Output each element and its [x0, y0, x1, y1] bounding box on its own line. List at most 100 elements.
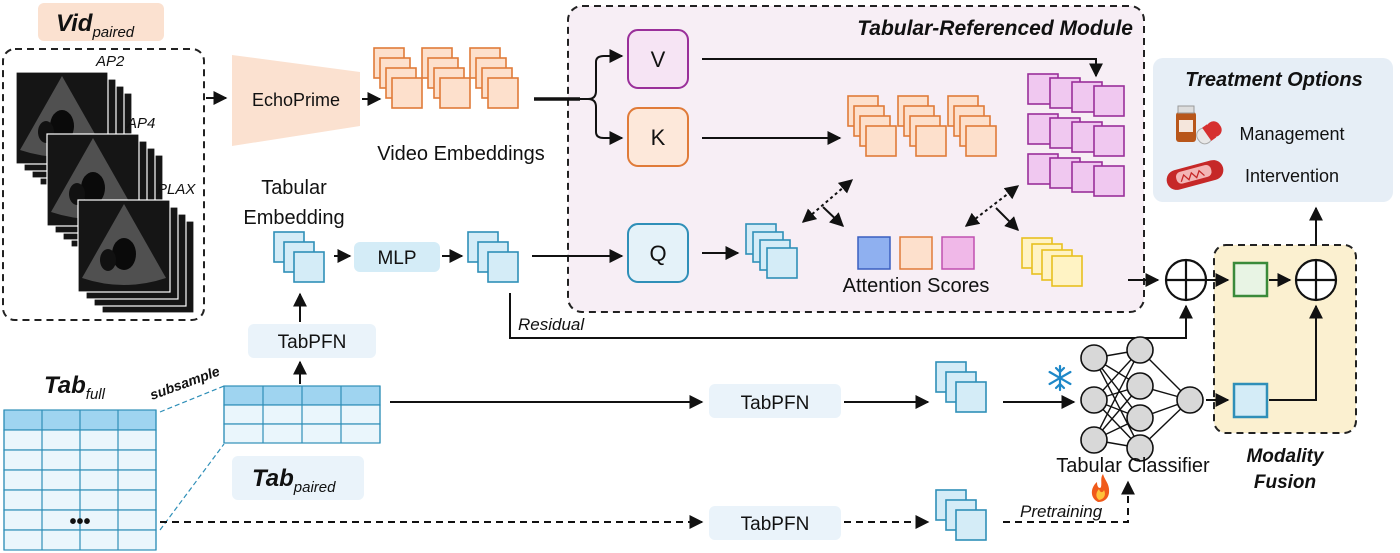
tabpfn-box-embedding — [248, 324, 376, 358]
nn-edge — [1093, 357, 1141, 449]
medicine-vial-icon — [1176, 105, 1222, 145]
tabpfn-embedding-stack-low — [935, 489, 987, 541]
nn-node — [1080, 426, 1108, 454]
echoprime-label: EchoPrime — [252, 90, 340, 110]
tabpfn-embedding-mid-square — [955, 381, 987, 413]
nn-node — [1126, 404, 1154, 432]
q-projection-box — [627, 223, 689, 283]
video-embedding-square — [439, 77, 471, 109]
k-label: K — [651, 125, 666, 150]
blood-vessel-icon — [1166, 160, 1224, 190]
tab-full-label: Tabfull — [44, 372, 106, 403]
attention-scores-label: Attention Scores — [843, 275, 990, 297]
tabular-embedding-label-1: Tabular — [261, 177, 327, 199]
tab-paired-table — [223, 385, 381, 444]
fused-video-feature — [1232, 261, 1269, 298]
residual-label: Residual — [518, 315, 585, 334]
final-fusion-sum-op — [1294, 258, 1338, 302]
key-embedding-square — [965, 125, 997, 157]
echo-chamber — [112, 238, 136, 270]
vid-paired-label: Vidpaired — [56, 10, 135, 41]
modality-fusion-label-1: Modality — [1246, 446, 1324, 467]
attention-score-pink — [941, 236, 975, 270]
tabpfn-label-classifier: TabPFN — [741, 393, 810, 414]
subsample-label: subsample — [148, 363, 222, 403]
treatment-option-intervention: Intervention — [1245, 166, 1339, 186]
video-embedding-square — [391, 77, 423, 109]
attended-output-stack — [1021, 237, 1083, 287]
video-embedding-square — [487, 77, 519, 109]
tabular-classifier-network — [1080, 336, 1204, 462]
echo-chamber — [81, 172, 105, 204]
k-projection-box — [627, 107, 689, 167]
echo-chamber — [100, 249, 116, 271]
nn-node — [1080, 386, 1108, 414]
view-label-ap4: AP4 — [126, 115, 155, 132]
v-label: V — [651, 47, 666, 72]
v-projection-box — [627, 29, 689, 89]
video-embedding-stacks — [373, 47, 519, 109]
value-embedding-square — [1093, 165, 1125, 197]
tabpfn-label-embedding: TabPFN — [278, 332, 347, 353]
treatment-options-title: Treatment Options — [1185, 69, 1362, 91]
tab-full-table — [3, 409, 157, 551]
nn-node — [1126, 434, 1154, 462]
echo-video-stacks — [15, 71, 195, 314]
tabular-referenced-module-box — [567, 5, 1145, 313]
tabular-classifier-label: Tabular Classifier — [1056, 455, 1210, 477]
dotted-score-value-interaction — [964, 185, 1020, 227]
dotted-query-key-interaction — [801, 179, 854, 223]
mlp-output-square — [487, 251, 519, 283]
tabular-classifier-feature — [1232, 382, 1269, 419]
arrow-to-attention-scores — [822, 206, 845, 227]
modality-fusion-label-2: Fusion — [1254, 472, 1316, 493]
key-embedding-square — [915, 125, 947, 157]
nn-node — [1176, 386, 1204, 414]
tab-paired-label-box — [232, 456, 364, 500]
value-embedding-square — [1093, 125, 1125, 157]
video-embeddings-label: Video Embeddings — [377, 143, 545, 165]
vid-paired-label-box — [38, 3, 164, 41]
tabpfn-box-pretraining — [709, 506, 841, 540]
subsample-guide-top — [159, 385, 225, 413]
view-label-plax: PLAX — [157, 181, 196, 198]
mlp-output-stack — [467, 231, 519, 283]
query-embedding-square — [766, 247, 798, 279]
attention-score-orange — [899, 236, 933, 270]
tab-paired-label: Tabpaired — [252, 465, 336, 496]
pretraining-label: Pretraining — [1020, 502, 1103, 521]
arrow-v-to-values — [702, 58, 1103, 78]
tabpfn-label-pretraining: TabPFN — [741, 514, 810, 535]
treatment-option-management: Management — [1239, 124, 1344, 144]
tabpfn-box-classifier — [709, 384, 841, 418]
key-embedding-stacks — [847, 95, 997, 157]
mlp-box — [354, 242, 440, 272]
arrow-to-k — [580, 98, 624, 145]
video-set-box — [2, 48, 205, 321]
subsample-guide-bottom — [159, 443, 225, 531]
q-label: Q — [649, 241, 666, 266]
view-label-ap2: AP2 — [95, 53, 125, 70]
arrow-tab-feature-to-final-sum — [1269, 304, 1323, 401]
echoprime-encoder — [232, 55, 360, 146]
nn-node — [1126, 372, 1154, 400]
attended-embedding-square — [1051, 255, 1083, 287]
nn-node — [1080, 344, 1108, 372]
module-title: Tabular-Referenced Module — [857, 17, 1133, 40]
nn-node — [1126, 336, 1154, 364]
arrow-to-attended-output — [995, 207, 1019, 231]
value-embedding-stacks — [1027, 73, 1125, 197]
tabular-embedding-stack — [273, 231, 325, 283]
query-embedding-stack — [745, 223, 798, 279]
tab-full-ellipsis: ••• — [69, 511, 90, 533]
key-embedding-square — [865, 125, 897, 157]
residual-sum-op — [1164, 258, 1208, 302]
tabular-embedding-square — [293, 251, 325, 283]
tabular-embedding-label-2: Embedding — [243, 207, 344, 229]
fire-icon — [1091, 474, 1110, 502]
arrow-pretraining-to-classifier — [1003, 480, 1135, 523]
snowflake-icon — [1048, 364, 1072, 392]
nn-edge — [1093, 349, 1141, 441]
tabpfn-embedding-low-square — [955, 509, 987, 541]
